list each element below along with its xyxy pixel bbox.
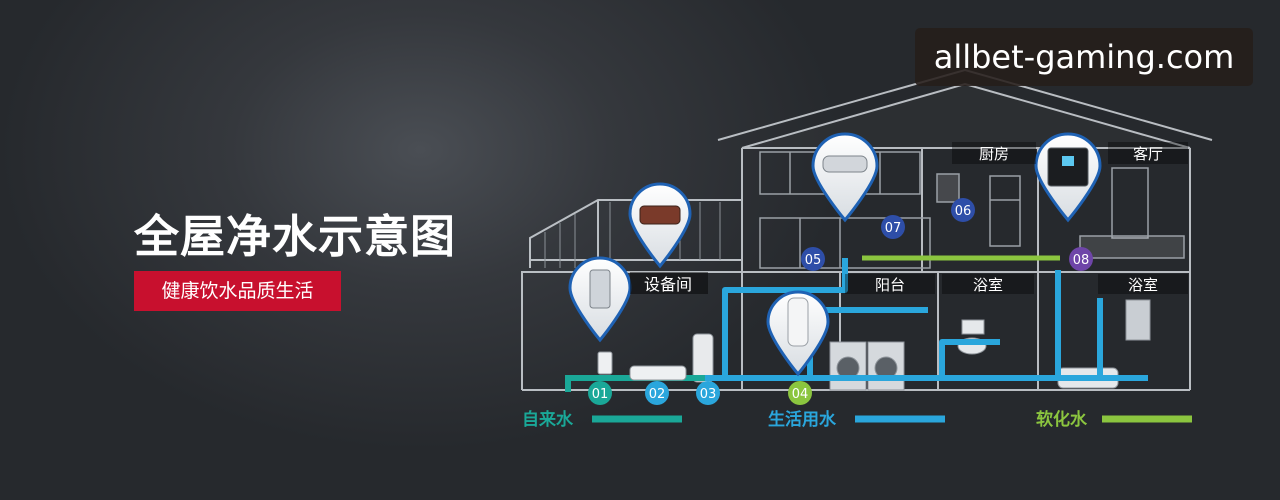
marker-07: 07	[881, 215, 905, 239]
legend-label-tap: 自来水	[522, 409, 574, 430]
water-heater-tank	[692, 333, 714, 383]
svg-text:02: 02	[649, 387, 666, 402]
pin-water-heater	[766, 290, 830, 377]
svg-text:05: 05	[805, 253, 822, 268]
toilet	[957, 319, 987, 355]
svg-text:04: 04	[792, 387, 809, 402]
marker-02: 02	[645, 381, 669, 405]
marker-05: 05	[801, 247, 825, 271]
pin-central-filter	[628, 182, 692, 269]
living-room-furniture	[1079, 167, 1185, 259]
house-outline	[521, 68, 1213, 391]
washing-machines	[829, 341, 905, 391]
marker-03: 03	[696, 381, 720, 405]
room-label-living: 客厅	[1133, 145, 1163, 163]
svg-text:01: 01	[592, 387, 609, 402]
room-label-balcony: 阳台	[875, 276, 905, 294]
room-label-kitchen: 厨房	[979, 145, 1009, 163]
living-label-bg	[1108, 142, 1188, 164]
bath1-label-bg	[942, 274, 1034, 294]
legend-label-soft: 软化水	[1036, 409, 1088, 430]
pin-kitchen-purifier	[811, 132, 879, 223]
room-label-bathroom-2: 浴室	[1128, 276, 1158, 294]
svg-text:08: 08	[1073, 253, 1090, 268]
pre-filter-device	[597, 351, 687, 381]
marker-01: 01	[588, 381, 612, 405]
refrigerator	[936, 173, 1021, 247]
pin-living-dispenser	[1034, 132, 1102, 223]
device-pins	[568, 132, 1102, 377]
svg-text:03: 03	[700, 387, 717, 402]
svg-text:06: 06	[955, 204, 972, 219]
balcony-label-bg	[845, 274, 935, 294]
equipment-room-label-bg	[630, 272, 708, 294]
room-label-equipment: 设备间	[644, 275, 692, 294]
svg-text:07: 07	[885, 221, 902, 236]
legend-label-domestic: 生活用水	[768, 409, 837, 430]
kitchen-label-bg	[952, 142, 1036, 164]
bath2-label-bg	[1098, 274, 1188, 294]
subtitle-badge: 健康饮水品质生活	[134, 271, 341, 311]
marker-06: 06	[951, 198, 975, 222]
legend: 自来水 生活用水 软化水	[522, 409, 1192, 430]
page-title: 全屋净水示意图	[134, 210, 457, 263]
marker-04: 04	[788, 381, 812, 405]
watermark: allbet-gaming.com	[915, 28, 1253, 86]
bathtub	[1057, 299, 1151, 389]
marker-08: 08	[1069, 247, 1093, 271]
room-label-bathroom-1: 浴室	[973, 276, 1003, 294]
pin-prefilter	[568, 256, 632, 343]
